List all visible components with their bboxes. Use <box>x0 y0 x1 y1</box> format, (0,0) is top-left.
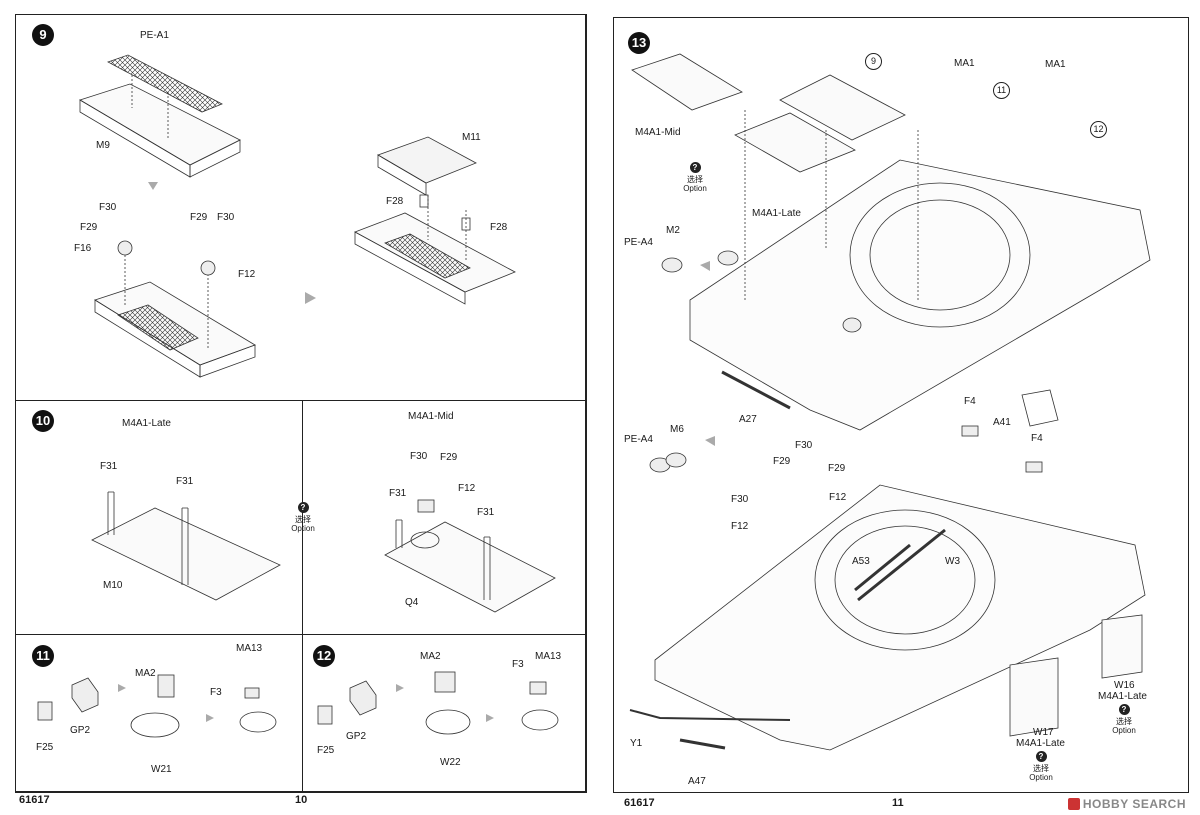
option-indicator-w16: ? 选择 Option <box>1107 704 1141 735</box>
label-a53: A53 <box>852 556 870 567</box>
label-ma13: MA13 <box>236 643 263 654</box>
step12-panel <box>302 634 586 792</box>
label-f29-13b: F29 <box>828 463 846 474</box>
option-indicator-step13-top: ? 选择 Option <box>678 162 712 193</box>
label-w16-variant: M4A1-Late <box>1098 691 1147 702</box>
label-f31-a: F31 <box>100 461 118 472</box>
step-11-badge: 11 <box>32 645 54 667</box>
option-indicator-w17: ? 选择 Option <box>1024 751 1058 782</box>
label-f12-mid: F12 <box>458 483 476 494</box>
label-m6: M6 <box>670 424 684 435</box>
label-w16: W16 <box>1114 680 1135 691</box>
label-f29-13a: F29 <box>773 456 791 467</box>
label-f30-mid: F30 <box>410 451 428 462</box>
step-13-badge: 13 <box>628 32 650 54</box>
label-f4-b: F4 <box>1031 433 1043 444</box>
label-a41: A41 <box>993 417 1011 428</box>
label-m2: M2 <box>666 225 680 236</box>
label-f12: F12 <box>238 269 256 280</box>
option-zh: 选择 <box>295 515 311 524</box>
left-page-number: 10 <box>295 794 308 806</box>
option-en: Option <box>1029 773 1053 782</box>
label-ma1-b: MA1 <box>1045 59 1066 70</box>
label-f29-a: F29 <box>80 222 98 233</box>
label-w22: W22 <box>440 757 461 768</box>
label-ma1-a: MA1 <box>954 58 975 69</box>
label-w17: W17 <box>1033 727 1054 738</box>
option-indicator-step10: ? 选择 Option <box>286 502 320 533</box>
label-pe-a4-a: PE-A4 <box>624 237 653 248</box>
label-f3: F3 <box>210 687 222 698</box>
m4a1-mid-title: M4A1-Mid <box>408 411 454 422</box>
label-f30-13a: F30 <box>795 440 813 451</box>
label-f29-mid: F29 <box>440 452 458 463</box>
label-y1: Y1 <box>630 738 643 749</box>
label-a47: A47 <box>688 776 706 787</box>
right-product-code: 61617 <box>624 797 655 809</box>
question-icon: ? <box>1035 751 1047 762</box>
label-m4a1-late: M4A1-Late <box>752 208 801 219</box>
label-m4a1-mid: M4A1-Mid <box>635 127 681 138</box>
option-en: Option <box>683 184 707 193</box>
step-9-badge: 9 <box>32 24 54 46</box>
label-m10: M10 <box>103 580 123 591</box>
label-f25-12: F25 <box>317 745 335 756</box>
question-icon: ? <box>297 502 309 513</box>
option-zh: 选择 <box>1033 764 1049 773</box>
m4a1-late-title: M4A1-Late <box>122 418 171 429</box>
label-a27: A27 <box>739 414 757 425</box>
label-f3-12: F3 <box>512 659 524 670</box>
label-f16: F16 <box>74 243 92 254</box>
watermark-text: HOBBY SEARCH <box>1082 797 1186 811</box>
left-product-code: 61617 <box>19 794 50 806</box>
step-10-badge: 10 <box>32 410 54 432</box>
label-w21: W21 <box>151 764 172 775</box>
ref-step-11: 11 <box>993 82 1010 99</box>
label-w3: W3 <box>945 556 960 567</box>
label-m9: M9 <box>96 140 110 151</box>
label-pe-a1: PE-A1 <box>140 30 169 41</box>
label-f30-13b: F30 <box>731 494 749 505</box>
watermark: HOBBY SEARCH <box>1067 797 1186 811</box>
option-en: Option <box>291 524 315 533</box>
step-12-badge: 12 <box>313 645 335 667</box>
label-f30-a: F30 <box>99 202 117 213</box>
label-f4-a: F4 <box>964 396 976 407</box>
ref-step-9: 9 <box>865 53 882 70</box>
label-f31-mid-a: F31 <box>389 488 407 499</box>
question-icon: ? <box>689 162 701 173</box>
label-f12-13a: F12 <box>829 492 847 503</box>
label-ma13-12: MA13 <box>535 651 562 662</box>
label-f28-right: F28 <box>490 222 508 233</box>
option-en: Option <box>1112 726 1136 735</box>
option-zh: 选择 <box>1116 717 1132 726</box>
label-m11: M11 <box>462 132 481 143</box>
label-gp2: GP2 <box>70 725 91 736</box>
ref-step-12: 12 <box>1090 121 1107 138</box>
label-f25: F25 <box>36 742 54 753</box>
label-ma2-12: MA2 <box>420 651 441 662</box>
label-ma2: MA2 <box>135 668 156 679</box>
right-page-number: 11 <box>892 797 904 809</box>
label-w17-variant: M4A1-Late <box>1016 738 1065 749</box>
label-f30-b: F30 <box>217 212 235 223</box>
label-q4: Q4 <box>405 597 419 608</box>
option-zh: 选择 <box>687 175 703 184</box>
label-f29-b: F29 <box>190 212 208 223</box>
question-icon: ? <box>1118 704 1130 715</box>
label-f12-13b: F12 <box>731 521 749 532</box>
label-gp2-12: GP2 <box>346 731 367 742</box>
label-f31-mid-b: F31 <box>477 507 495 518</box>
label-f28-left: F28 <box>386 196 404 207</box>
label-f31-b: F31 <box>176 476 194 487</box>
hobby-search-logo-icon <box>1067 798 1080 810</box>
left-page <box>15 14 587 793</box>
label-pe-a4-b: PE-A4 <box>624 434 653 445</box>
